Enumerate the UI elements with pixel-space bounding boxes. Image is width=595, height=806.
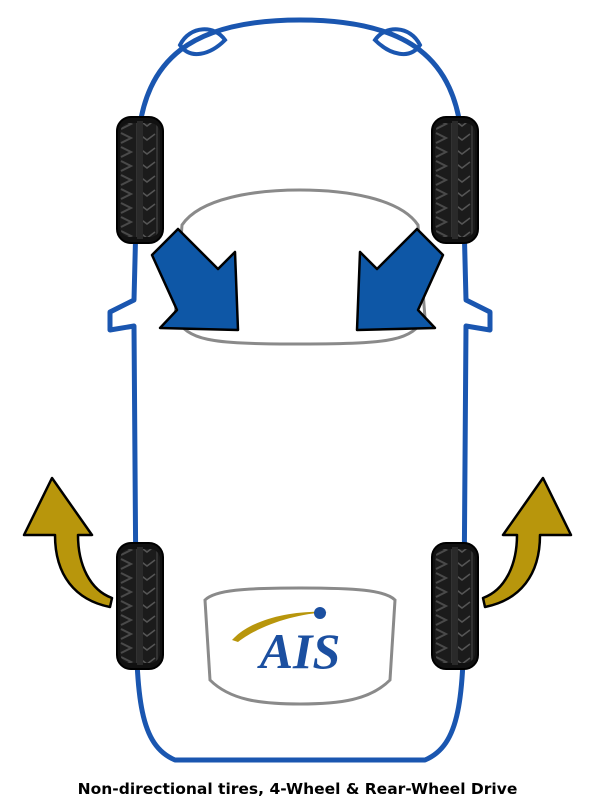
arrow-rear-left	[22, 476, 114, 609]
logo-swoosh	[232, 611, 328, 642]
headlight-right-outline	[372, 27, 423, 56]
arrow-front-right	[355, 227, 445, 332]
arrow-front-left	[150, 227, 240, 332]
logo-text: AIS	[257, 623, 341, 679]
headlight-left-outline	[177, 27, 228, 56]
logo-dot	[314, 607, 326, 619]
arrow-rear-right	[481, 476, 573, 609]
tire-rear-right	[431, 542, 479, 670]
tire-front-left	[116, 116, 164, 244]
caption: Non-directional tires, 4-Wheel & Rear-Wh…	[77, 780, 518, 798]
tire-front-right	[431, 116, 479, 244]
ais-logo: AIS	[232, 607, 340, 679]
rear-panel	[203, 586, 397, 706]
tire-rear-left	[116, 542, 164, 670]
